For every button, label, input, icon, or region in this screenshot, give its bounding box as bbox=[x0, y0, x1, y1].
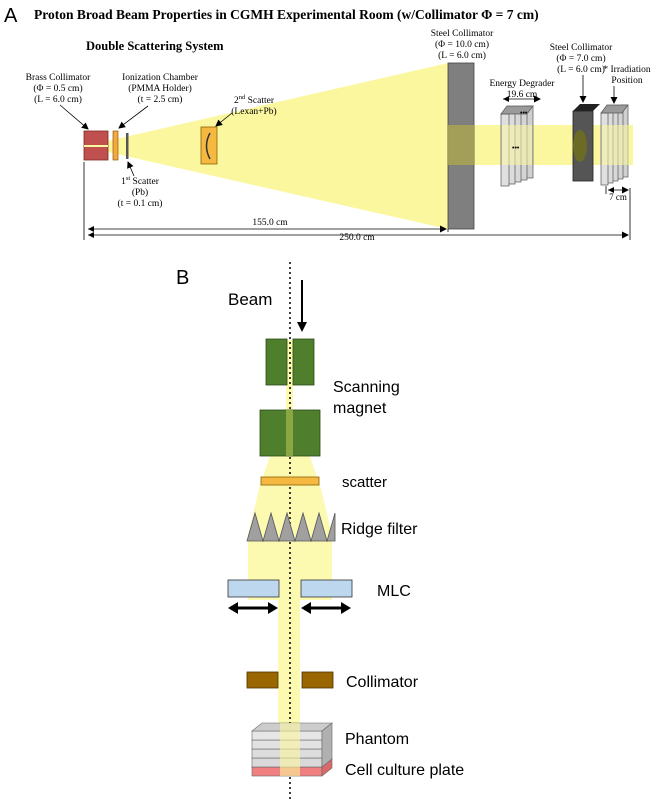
panel-b-letter: B bbox=[176, 267, 189, 289]
irradiation-stack bbox=[600, 104, 633, 186]
energy-degrader: ••• ••• bbox=[500, 105, 534, 187]
second-scatter bbox=[200, 126, 218, 165]
steel2-label-1: Steel Collimator bbox=[550, 43, 613, 53]
scatter1-label-1: 1st Scatter bbox=[121, 175, 160, 187]
steel1-label-1: Steel Collimator bbox=[431, 29, 494, 39]
scatter1-label-3: (t = 0.1 cm) bbox=[118, 198, 163, 209]
brass-label-2: (Φ = 0.5 cm) bbox=[33, 83, 82, 94]
degrader-dots-top: ••• bbox=[520, 110, 528, 117]
panel-a-letter: A bbox=[4, 5, 18, 27]
ion-label-3: (t = 2.5 cm) bbox=[138, 94, 183, 105]
first-scatter bbox=[126, 133, 129, 159]
brass-label-3: (L = 6.0 cm) bbox=[34, 94, 82, 105]
dim-250-label: 250.0 cm bbox=[339, 233, 375, 243]
beam-label: Beam bbox=[228, 290, 272, 309]
steel1-label-2: (Φ = 10.0 cm) bbox=[435, 39, 489, 50]
mlc-left-double-arrow bbox=[228, 602, 278, 614]
dim-7cm-label: 7 cm bbox=[609, 192, 627, 202]
phantom-label: Phantom bbox=[345, 731, 409, 748]
irradiation-label-2: Position bbox=[611, 76, 642, 86]
beam-cone bbox=[90, 63, 448, 229]
ion-label-2: (PMMA Holder) bbox=[128, 83, 192, 94]
irradiation-label-1: * Irradiation bbox=[603, 65, 650, 75]
mlc-right-double-arrow bbox=[301, 602, 351, 614]
scatter1-leader bbox=[127, 161, 135, 177]
ion-label-1: Ionization Chamber bbox=[122, 73, 199, 83]
collimator-label: Collimator bbox=[346, 674, 419, 691]
beam-b-cone bbox=[248, 340, 332, 770]
magnet-beam-gap bbox=[286, 410, 293, 456]
collimator-left bbox=[246, 671, 279, 689]
ionization-chamber bbox=[112, 130, 119, 161]
brass-collimator bbox=[83, 130, 109, 161]
magnet-upper-left bbox=[265, 338, 288, 386]
steel2-label-2: (Φ = 7.0 cm) bbox=[556, 53, 605, 64]
panel-a-title: Proton Broad Beam Properties in CGMH Exp… bbox=[34, 7, 539, 22]
steel2-label-3: (L = 6.0 cm) bbox=[557, 64, 605, 75]
plate-label: Cell culture plate bbox=[345, 762, 464, 779]
scatter2-label-1: 2nd Scatter bbox=[234, 94, 275, 106]
panel-a: A Proton Broad Beam Properties in CGMH E… bbox=[4, 5, 651, 243]
scatter1-label-2: (Pb) bbox=[132, 187, 148, 198]
brass-leader bbox=[59, 104, 89, 130]
brass-label-1: Brass Collimator bbox=[26, 73, 91, 83]
ridge-label: Ridge filter bbox=[341, 521, 418, 538]
dim-155-label: 155.0 cm bbox=[252, 218, 288, 228]
ion-leader bbox=[118, 105, 149, 129]
scanning-label-2: magnet bbox=[333, 400, 387, 417]
collimator-right bbox=[301, 671, 334, 689]
panel-a-subtitle: Double Scattering System bbox=[86, 39, 224, 53]
scatter2-label-2: (Lexan+Pb) bbox=[231, 106, 276, 117]
scatter-label: scatter bbox=[342, 474, 387, 491]
steel-collimator-1 bbox=[447, 62, 475, 230]
phantom-stack bbox=[251, 722, 333, 777]
degrader-label-1: Energy Degrader bbox=[490, 79, 556, 89]
ridge-filter bbox=[246, 511, 336, 543]
beam-arrow-head bbox=[297, 322, 307, 332]
degrader-label-2: 19.6 cm bbox=[507, 90, 538, 100]
steel1-label-3: (L = 6.0 cm) bbox=[438, 50, 486, 61]
panel-b: B Beam Scanning magnet scatter Ridge fil… bbox=[176, 262, 464, 802]
scatter-plate bbox=[260, 476, 320, 486]
magnet-upper-right bbox=[292, 338, 315, 386]
scanning-label-1: Scanning bbox=[333, 379, 400, 396]
mlc-right-leaf bbox=[300, 579, 353, 598]
mlc-label: MLC bbox=[377, 583, 411, 600]
degrader-dots: ••• bbox=[512, 145, 520, 152]
steel-collimator-2 bbox=[572, 104, 600, 182]
scatter2-leader bbox=[215, 112, 233, 127]
mlc-left-leaf bbox=[227, 579, 280, 598]
